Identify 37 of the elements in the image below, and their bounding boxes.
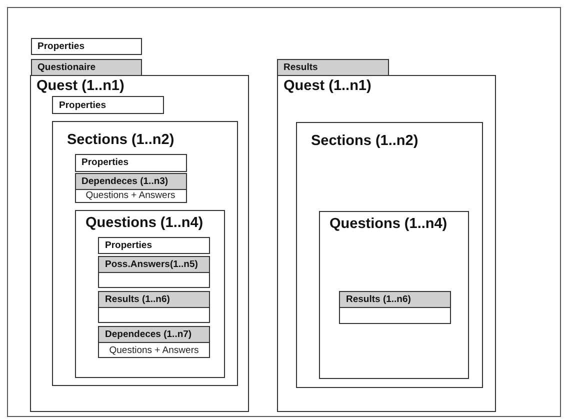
property-label: Properties	[105, 240, 152, 251]
container-heading: Quest (1..n1)	[36, 78, 124, 94]
section-body-text: Questions + Answers	[86, 190, 176, 201]
section-box	[98, 256, 210, 288]
property-box	[98, 237, 210, 254]
container-heading: Sections (1..n2)	[311, 133, 418, 149]
tab-text: Questionaire	[38, 62, 96, 72]
container-box	[30, 74, 248, 412]
section-box	[74, 172, 186, 202]
container-box	[318, 210, 468, 378]
container-box	[296, 122, 483, 388]
property-label: Properties	[38, 40, 84, 52]
property-box	[74, 154, 186, 172]
section-box	[98, 291, 210, 323]
section-title: Results (1..n6)	[105, 294, 170, 305]
section-title: Poss.Answers(1..n5)	[105, 259, 198, 270]
section-body-text: Questions + Answers	[109, 344, 199, 356]
section-box	[339, 291, 451, 324]
tab-label	[30, 58, 142, 76]
outer-frame	[7, 7, 561, 417]
property-label: Properties	[82, 157, 128, 168]
container-heading: Quest (1..n1)	[284, 78, 372, 94]
property-label: Properties	[59, 100, 106, 110]
tab-label	[276, 58, 388, 76]
container-heading: Questions (1..n4)	[330, 216, 448, 232]
container-box	[74, 210, 224, 378]
section-title: Dependeces (1..n7)	[105, 329, 192, 340]
section-title: Dependeces (1..n3)	[82, 176, 168, 186]
section-box	[98, 326, 210, 358]
tab-text: Results	[284, 62, 318, 72]
container-box	[52, 121, 238, 386]
section-title: Results (1..n6)	[346, 294, 411, 305]
container-heading: Sections (1..n2)	[67, 132, 174, 148]
container-box	[276, 74, 496, 412]
container-heading: Questions (1..n4)	[86, 214, 204, 230]
property-box	[30, 38, 142, 54]
property-box	[52, 96, 164, 114]
